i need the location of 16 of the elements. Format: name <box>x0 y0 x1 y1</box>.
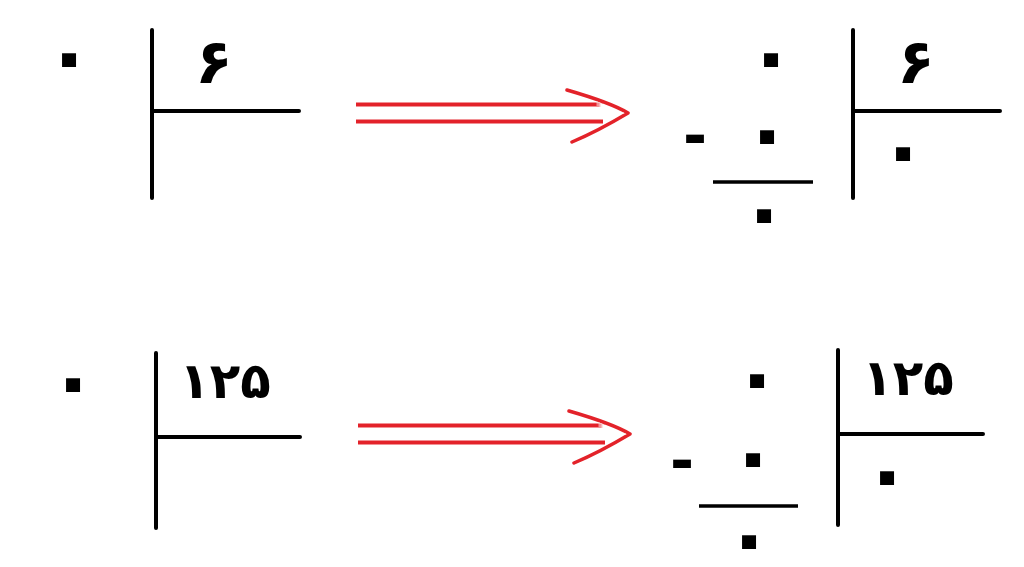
divisor-number: ۱۲۵ <box>179 356 271 406</box>
dividend-digit: ۰ <box>742 355 772 401</box>
minus-sign: - <box>682 107 708 165</box>
minus-sign: - <box>669 432 695 490</box>
divisor-number: ۶ <box>897 31 935 93</box>
dividend-digit: ۰ <box>756 34 786 80</box>
subtrahend-digit: ۰ <box>738 434 768 480</box>
quotient-digit: ۰ <box>872 452 902 498</box>
quotient-digit: ۰ <box>888 128 918 174</box>
dividend-digit: ۰ <box>54 34 84 80</box>
subtrahend-digit: ۰ <box>752 111 782 157</box>
divisor-number: ۱۲۵ <box>862 353 954 403</box>
remainder-digit: ۰ <box>734 516 764 562</box>
dividend-digit: ۰ <box>58 359 88 405</box>
divisor-number: ۶ <box>195 31 233 93</box>
remainder-digit: ۰ <box>749 190 779 236</box>
